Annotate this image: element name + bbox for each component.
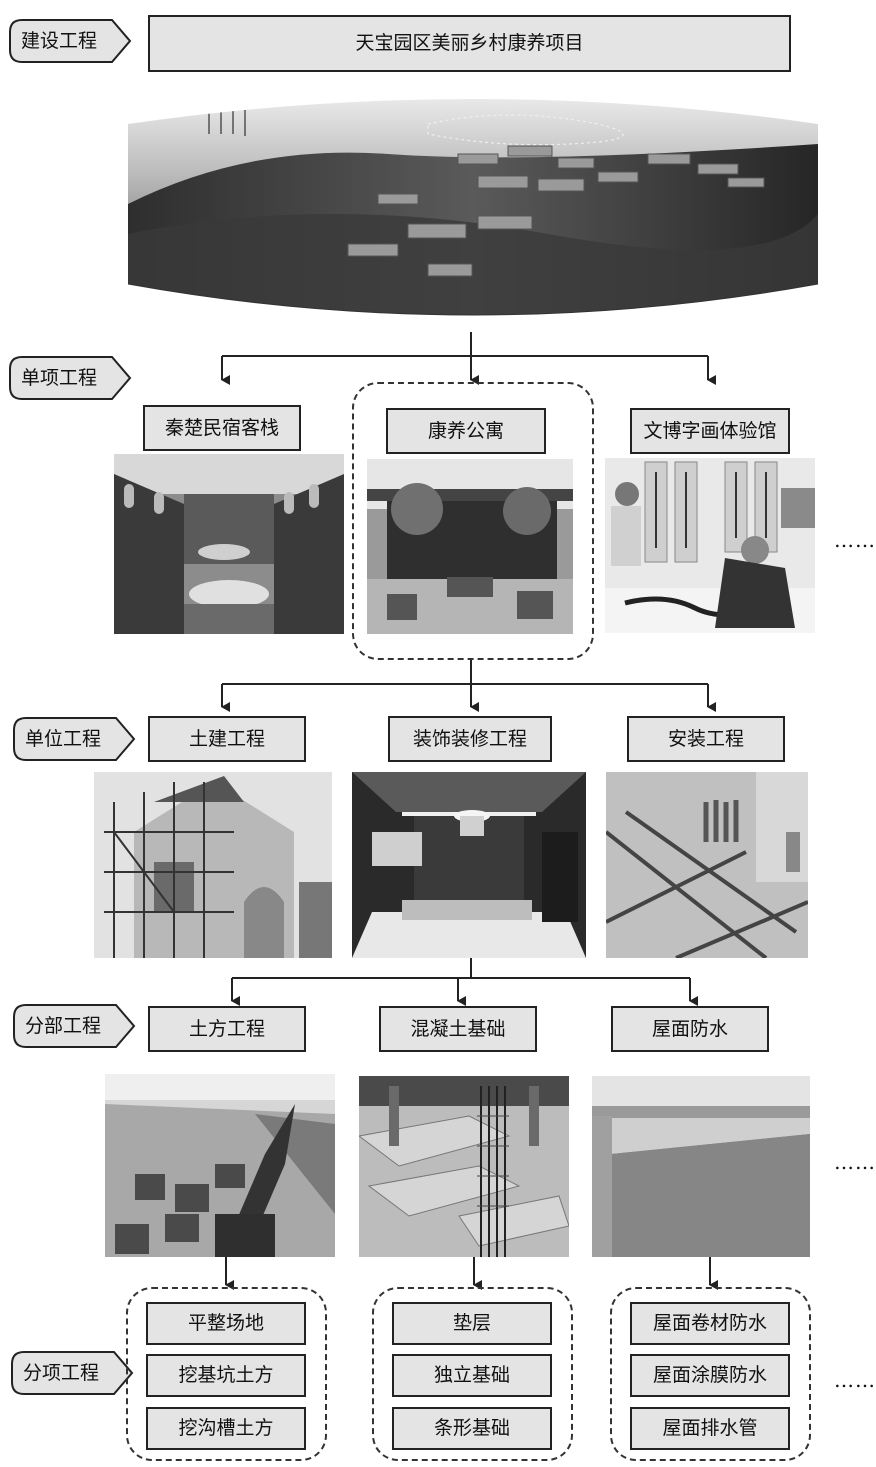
roof-itemized-group (610, 1287, 811, 1461)
divisional-project-label: 屋面防水 (651, 1018, 728, 1040)
unit-project-box: 安装工程 (627, 716, 785, 762)
level-tag-label: 分部工程 (25, 1015, 102, 1037)
level-tag-itemized-project: 分项工程 (10, 1350, 134, 1396)
itemized-project-box: 平整场地 (146, 1302, 306, 1345)
itemized-project-label: 挖基坑土方 (178, 1364, 274, 1386)
divisional-project-connectors (231, 958, 698, 1006)
level-tag-single-project: 单项工程 (8, 355, 132, 401)
level-tag-label: 建设工程 (21, 30, 98, 52)
inn-photo (114, 454, 344, 634)
itemized-project-label: 屋面涂膜防水 (652, 1364, 767, 1386)
concrete-itemized-group (372, 1287, 573, 1461)
itemized-project-connectors (225, 1257, 718, 1290)
civil-construction-photo (94, 772, 332, 958)
level-tag-unit-project: 单位工程 (12, 716, 136, 762)
itemized-project-label: 垫层 (452, 1312, 491, 1334)
itemized-project-box: 屋面卷材防水 (630, 1302, 790, 1345)
itemized-project-box: 独立基础 (392, 1354, 552, 1397)
unit-project-connectors (221, 660, 716, 712)
single-project-label: 康养公寓 (427, 420, 504, 442)
ellipsis-single-projects: …… (834, 528, 876, 552)
unit-project-box: 装饰装修工程 (388, 716, 552, 762)
itemized-project-box: 挖沟槽土方 (146, 1407, 306, 1450)
aerial-photo (128, 84, 818, 332)
unit-project-label: 装饰装修工程 (412, 728, 527, 750)
level-tag-divisional-project: 分部工程 (12, 1003, 136, 1049)
single-project-box: 文博字画体验馆 (630, 408, 790, 454)
project-title: 天宝园区美丽乡村康养项目 (355, 32, 584, 54)
selected-single-project-outline (352, 382, 594, 660)
itemized-project-box: 屋面涂膜防水 (630, 1354, 790, 1397)
divisional-project-label: 混凝土基础 (410, 1018, 506, 1040)
divisional-project-label: 土方工程 (188, 1018, 265, 1040)
level-tag-label: 单位工程 (25, 728, 102, 750)
decoration-photo (352, 772, 586, 958)
roof-waterproofing-photo (592, 1076, 810, 1257)
itemized-project-box: 条形基础 (392, 1407, 552, 1450)
earthwork-itemized-group (126, 1287, 327, 1461)
single-project-label: 秦楚民宿客栈 (164, 417, 279, 439)
single-project-box: 康养公寓 (386, 408, 546, 454)
unit-project-box: 土建工程 (148, 716, 306, 762)
single-project-connectors (221, 332, 716, 385)
ellipsis-itemized-projects: …… (834, 1368, 876, 1392)
itemized-project-label: 条形基础 (433, 1417, 510, 1439)
itemized-project-label: 屋面排水管 (662, 1417, 758, 1439)
single-project-label: 文博字画体验馆 (643, 420, 777, 442)
itemized-project-box: 屋面排水管 (630, 1407, 790, 1450)
ellipsis-divisional-projects: …… (834, 1150, 876, 1174)
itemized-project-label: 平整场地 (187, 1312, 264, 1334)
itemized-project-label: 独立基础 (433, 1364, 510, 1386)
itemized-project-label: 挖沟槽土方 (178, 1417, 274, 1439)
divisional-project-box: 屋面防水 (611, 1006, 769, 1052)
itemized-project-label: 屋面卷材防水 (652, 1312, 767, 1334)
single-project-box: 秦楚民宿客栈 (143, 405, 301, 451)
unit-project-label: 安装工程 (667, 728, 744, 750)
apartment-photo (367, 459, 573, 634)
unit-project-label: 土建工程 (188, 728, 265, 750)
earthwork-photo (105, 1074, 335, 1257)
level-tag-label: 单项工程 (21, 367, 98, 389)
divisional-project-box: 混凝土基础 (379, 1006, 537, 1052)
concrete-foundation-photo (359, 1076, 569, 1257)
project-title-box: 天宝园区美丽乡村康养项目 (148, 15, 791, 72)
level-tag-construction-project: 建设工程 (8, 18, 132, 64)
divisional-project-box: 土方工程 (148, 1006, 306, 1052)
installation-photo (606, 772, 808, 958)
itemized-project-box: 挖基坑土方 (146, 1354, 306, 1397)
calligraphy-photo (605, 458, 815, 633)
level-tag-label: 分项工程 (23, 1362, 100, 1384)
itemized-project-box: 垫层 (392, 1302, 552, 1345)
